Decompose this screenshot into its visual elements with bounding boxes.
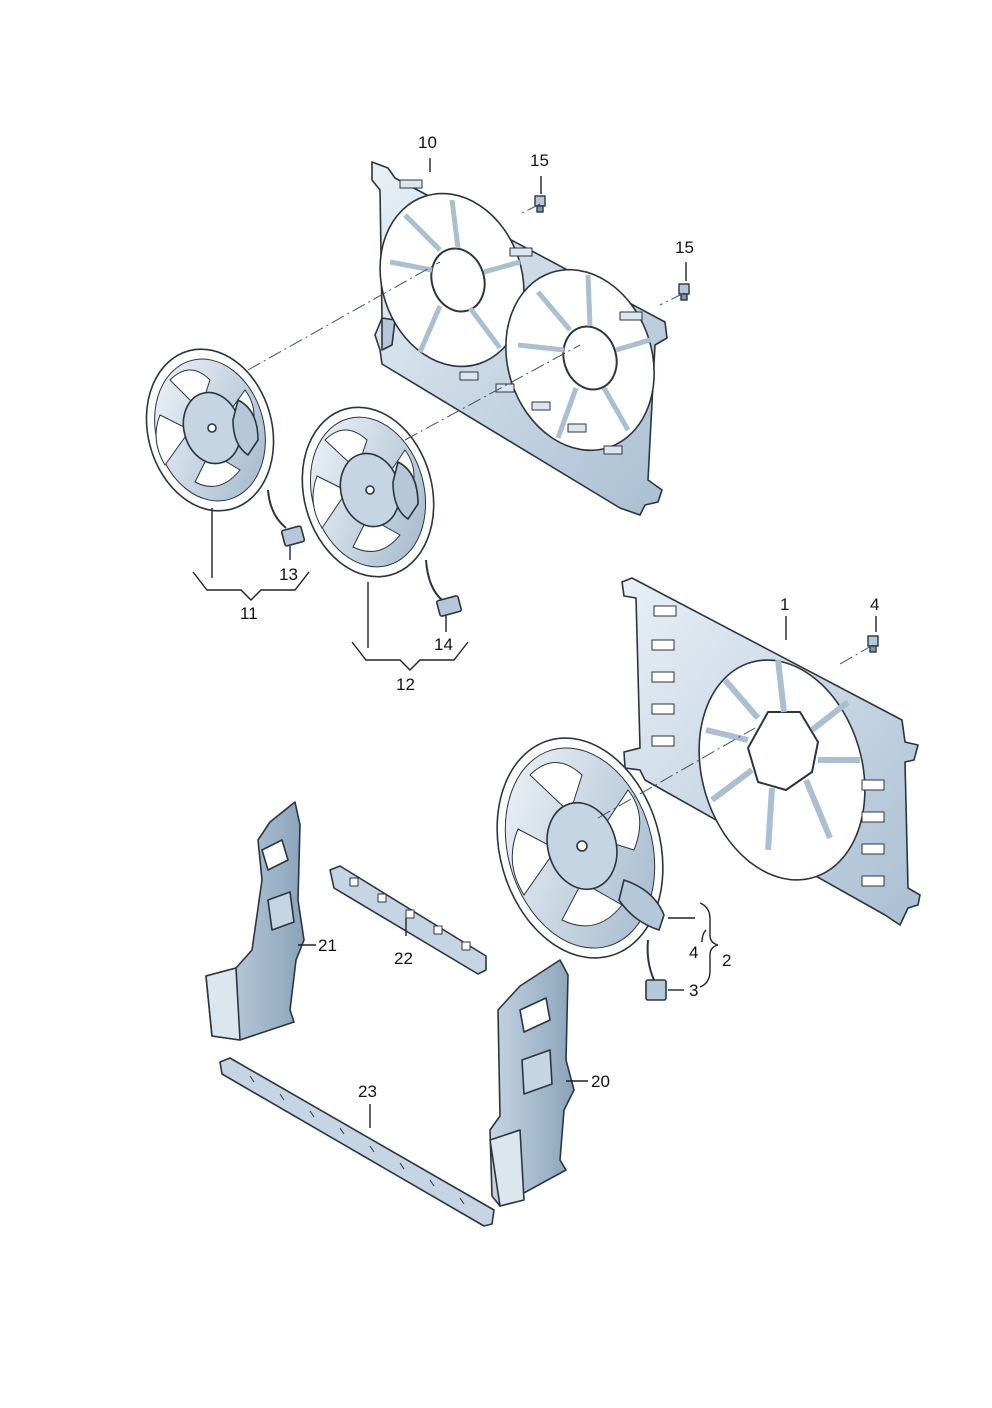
callout-13: 13 [279,565,298,584]
fan-shroud-double [371,161,668,516]
air-guide-22 [329,865,487,975]
callout-22: 22 [394,949,413,968]
air-duct-21 [205,801,305,1041]
callout-15-upper: 15 [530,151,549,170]
callout-4-fan: 4 [689,943,699,962]
bolt-4 [867,635,879,653]
callout-14: 14 [434,635,453,654]
callout-20: 20 [591,1072,610,1091]
fan-11 [145,348,306,547]
bolt-15-upper [534,195,546,213]
assembly-axis-lines [247,203,874,819]
air-guide-23 [219,1057,495,1227]
callout-21: 21 [318,936,337,955]
fan-12 [301,406,463,617]
callout-4-bolt: 4 [870,595,880,614]
callout-12: 12 [396,675,415,694]
callout-3: 3 [689,981,699,1000]
leader-lines [192,158,877,1128]
callout-2: 2 [722,951,732,970]
callout-11: 11 [240,604,258,623]
callout-15-lower: 15 [675,238,694,257]
air-duct-20 [489,959,575,1207]
fan-shroud-single [621,577,921,926]
fan-2 [496,737,667,1001]
callout-10: 10 [418,133,437,152]
bolt-15-lower [678,283,690,301]
callout-23: 23 [358,1082,377,1101]
callout-1: 1 [780,595,790,614]
